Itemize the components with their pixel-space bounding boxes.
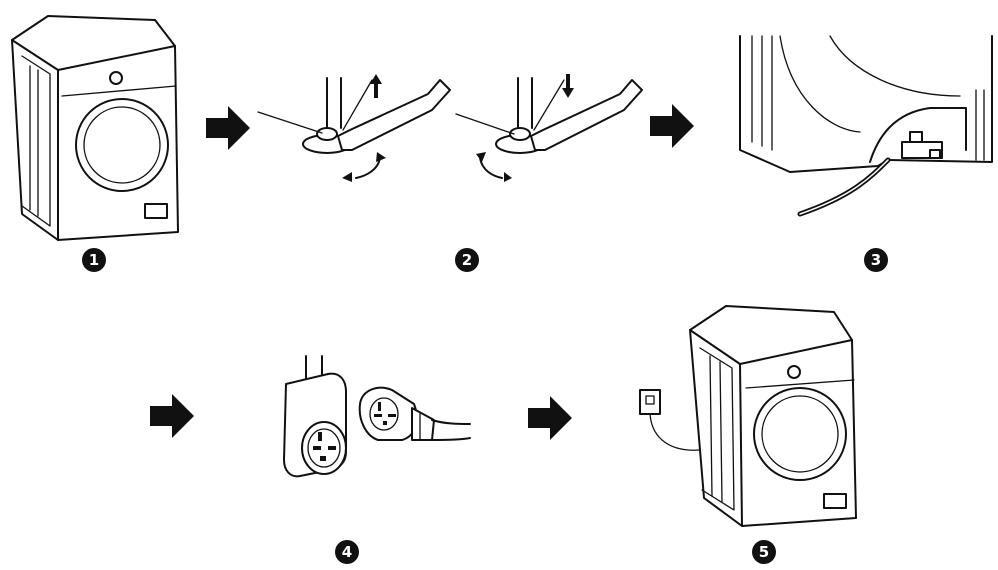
power-cord-icon: [739, 35, 993, 217]
step-badge-4: 4: [335, 540, 359, 564]
step-badge-2: 2: [455, 248, 479, 272]
wall-outlet-icon: [639, 389, 701, 451]
right-arrow-icon: [150, 394, 194, 438]
wrench-icon: [257, 74, 643, 182]
step-badge-5: 5: [752, 540, 776, 564]
right-arrow-icon: [206, 106, 250, 150]
step-badge-1: 1: [82, 248, 106, 272]
washer-icon: [689, 305, 857, 527]
step-badge-3: 3: [864, 248, 888, 272]
right-arrow-icon: [650, 104, 694, 148]
outlet-plug-icon: [283, 355, 471, 478]
washer-icon: [11, 15, 179, 241]
right-arrow-icon: [528, 396, 572, 440]
